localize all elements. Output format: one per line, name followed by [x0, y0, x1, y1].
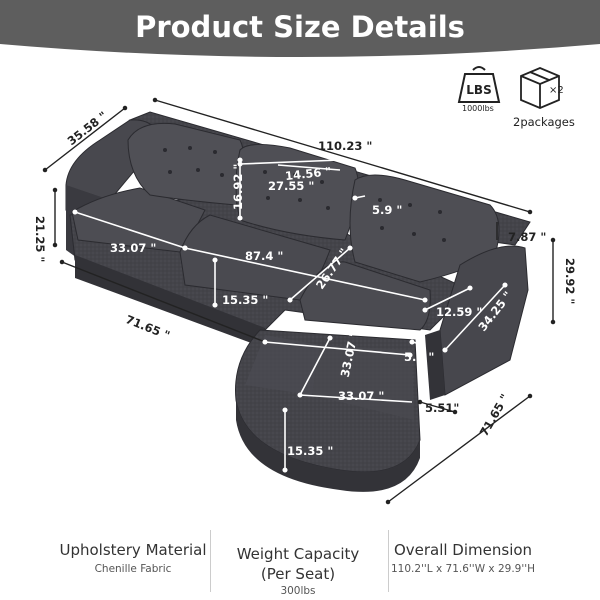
footer-divider — [388, 530, 389, 592]
dim-arm-height: 21.25 " — [33, 216, 47, 262]
dim-total-length: 110.23 " — [318, 139, 372, 153]
spec-title: Upholstery Material — [59, 541, 207, 559]
header-banner — [0, 0, 600, 57]
page-title: Product Size Details — [135, 10, 465, 44]
dim-ottoman-gap: 5.9 " — [404, 350, 434, 364]
dim-cushion-depth: 14.56 " — [284, 164, 332, 183]
spec-value: 300lbs — [280, 585, 316, 597]
dim-line-total-length — [152, 97, 533, 215]
weight-value: 1000lbs — [462, 104, 494, 113]
dim-seat-width: 33.07 " — [110, 241, 156, 255]
spec-value: Chenille Fabric — [94, 563, 172, 575]
spec-overall-dimension: Overall Dimension 110.2''L x 71.6''W x 2… — [368, 540, 558, 575]
dim-chaise-length: 71.65 " — [477, 391, 512, 438]
dim-seat-height: 15.35 " — [222, 293, 268, 307]
dim-arm-width: 7.87 " — [508, 230, 546, 244]
dim-line-depth — [42, 105, 128, 173]
dim-ottoman-width: 33.07 " — [338, 389, 384, 403]
dim-line-front-length — [59, 259, 268, 345]
spec-title: Weight Capacity (Per Seat) — [236, 545, 360, 583]
dim-overall-height: 29.92 " — [563, 258, 577, 304]
spec-value: 110.2''L x 71.6''W x 29.9''H — [390, 563, 536, 575]
dim-line-ottoman-base — [417, 399, 458, 415]
spec-weight-capacity: Weight Capacity (Per Seat) 300lbs — [203, 544, 393, 597]
spec-title: Overall Dimension — [393, 541, 533, 559]
dim-ottoman-base: 5.51" — [425, 401, 459, 415]
package-count: ×2 — [549, 85, 564, 96]
dim-line-chaise-length — [385, 393, 533, 505]
footer-divider — [210, 530, 211, 592]
dim-seat-span: 87.4 " — [245, 249, 283, 263]
dim-back-cushion-depth: 12.59 " — [436, 305, 482, 319]
package-box-icon — [520, 67, 560, 109]
spec-upholstery: Upholstery Material Chenille Fabric — [38, 540, 228, 575]
dim-cushion-width: 27.55 " — [268, 179, 314, 193]
packages-label: 2packages — [513, 115, 575, 129]
dim-ottoman-height: 15.35 " — [287, 444, 333, 458]
dim-cushion-thickness: 5.9 " — [372, 203, 402, 217]
dim-cushion-height: 16.92 " — [231, 164, 245, 210]
dim-front-length: 71.65 " — [124, 312, 172, 342]
weight-icon: LBS — [457, 66, 501, 103]
weight-icon-text: LBS — [466, 83, 491, 97]
